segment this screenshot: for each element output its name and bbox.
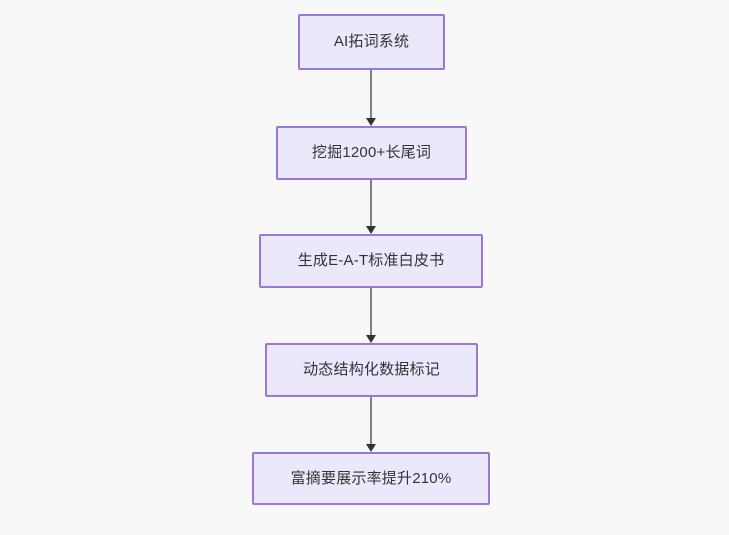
edge-line (370, 180, 372, 226)
arrow-head-icon (365, 444, 376, 452)
flow-node-label: 动态结构化数据标记 (303, 361, 440, 378)
arrow-head-icon (365, 118, 376, 126)
flow-node-eat-whitepaper[interactable]: 生成E-A-T标准白皮书 (259, 234, 483, 288)
flow-node-label: 挖掘1200+长尾词 (311, 144, 432, 161)
arrow-head-icon (365, 335, 376, 343)
edge-line (370, 70, 372, 118)
flow-node-structured-data-markup[interactable]: 动态结构化数据标记 (265, 343, 478, 397)
flow-node-rich-snippet-result[interactable]: 富摘要展示率提升210% (252, 452, 490, 505)
edge-line (370, 288, 372, 335)
flow-node-label: 富摘要展示率提升210% (290, 469, 452, 487)
flow-node-label: 生成E-A-T标准白皮书 (297, 252, 445, 269)
flow-node-ai-keyword-system[interactable]: AI拓词系统 (298, 14, 445, 70)
edge-line (370, 397, 372, 444)
flow-node-long-tail-keywords[interactable]: 挖掘1200+长尾词 (276, 126, 467, 180)
arrow-head-icon (365, 226, 376, 234)
flow-node-label: AI拓词系统 (333, 33, 410, 50)
